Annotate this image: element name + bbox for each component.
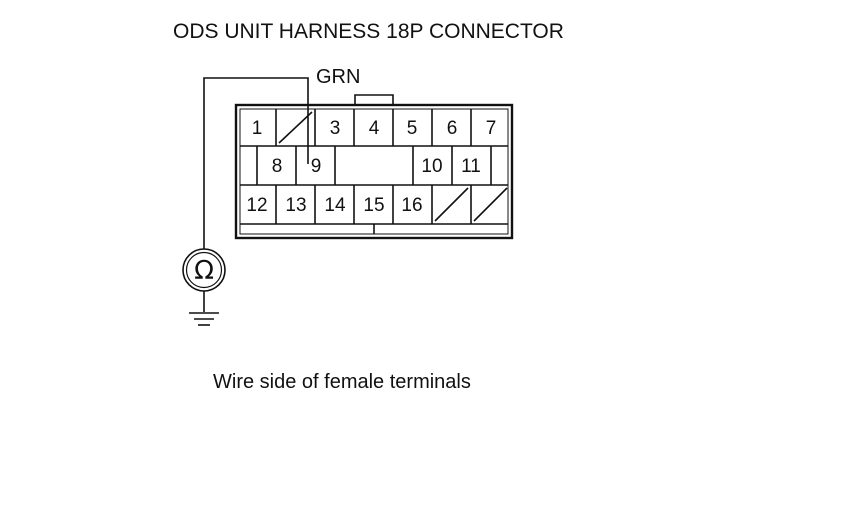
ohm-symbol: Ω [194, 256, 214, 286]
ground-icon [189, 291, 219, 326]
terminal-6: 6 [447, 118, 458, 139]
terminal-numbers: 1 3 4 5 6 7 8 9 10 11 12 13 14 15 16 [246, 118, 496, 216]
diagram-caption: Wire side of female terminals [213, 371, 471, 393]
terminal-9: 9 [311, 156, 322, 177]
terminal-14: 14 [324, 195, 346, 216]
ohmmeter-icon: Ω [182, 248, 226, 292]
unused-terminal-17 [434, 187, 469, 222]
connector-outline [234, 103, 514, 240]
terminal-3: 3 [330, 118, 341, 139]
terminal-4: 4 [369, 118, 380, 139]
terminal-1: 1 [252, 118, 263, 139]
terminal-15: 15 [363, 195, 384, 216]
terminal-10: 10 [421, 156, 442, 177]
terminal-7: 7 [486, 118, 497, 139]
unused-terminal-18 [473, 187, 508, 222]
terminal-5: 5 [407, 118, 418, 139]
terminal-12: 12 [246, 195, 267, 216]
terminal-11: 11 [461, 156, 481, 177]
connector-lock-tab [354, 94, 394, 105]
terminal-16: 16 [401, 195, 422, 216]
wire-color-label: GRN [316, 66, 360, 88]
terminal-13: 13 [285, 195, 306, 216]
diagram-title: ODS UNIT HARNESS 18P CONNECTOR [173, 20, 564, 43]
unused-terminal-2 [278, 111, 313, 144]
connector-body [234, 94, 514, 240]
probe-wire [203, 77, 309, 250]
terminal-8: 8 [272, 156, 283, 177]
